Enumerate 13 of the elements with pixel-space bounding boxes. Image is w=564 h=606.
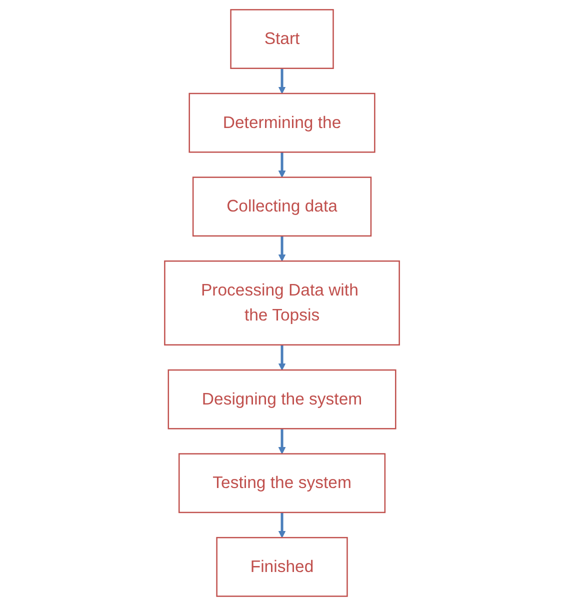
node-box: Finished [216, 536, 348, 597]
node-box: Collecting data [192, 176, 372, 237]
arrow [278, 236, 286, 262]
arrow [278, 152, 286, 178]
arrow [278, 68, 286, 94]
arrow [278, 512, 286, 538]
node-box: Determining the [188, 92, 376, 153]
node-box: Testing the system [178, 453, 386, 514]
arrow [278, 428, 286, 454]
arrow [278, 344, 286, 370]
node-box: Processing Data with the Topsis [164, 260, 400, 346]
node-box: Start [230, 9, 334, 69]
node-box: Designing the system [168, 369, 396, 430]
